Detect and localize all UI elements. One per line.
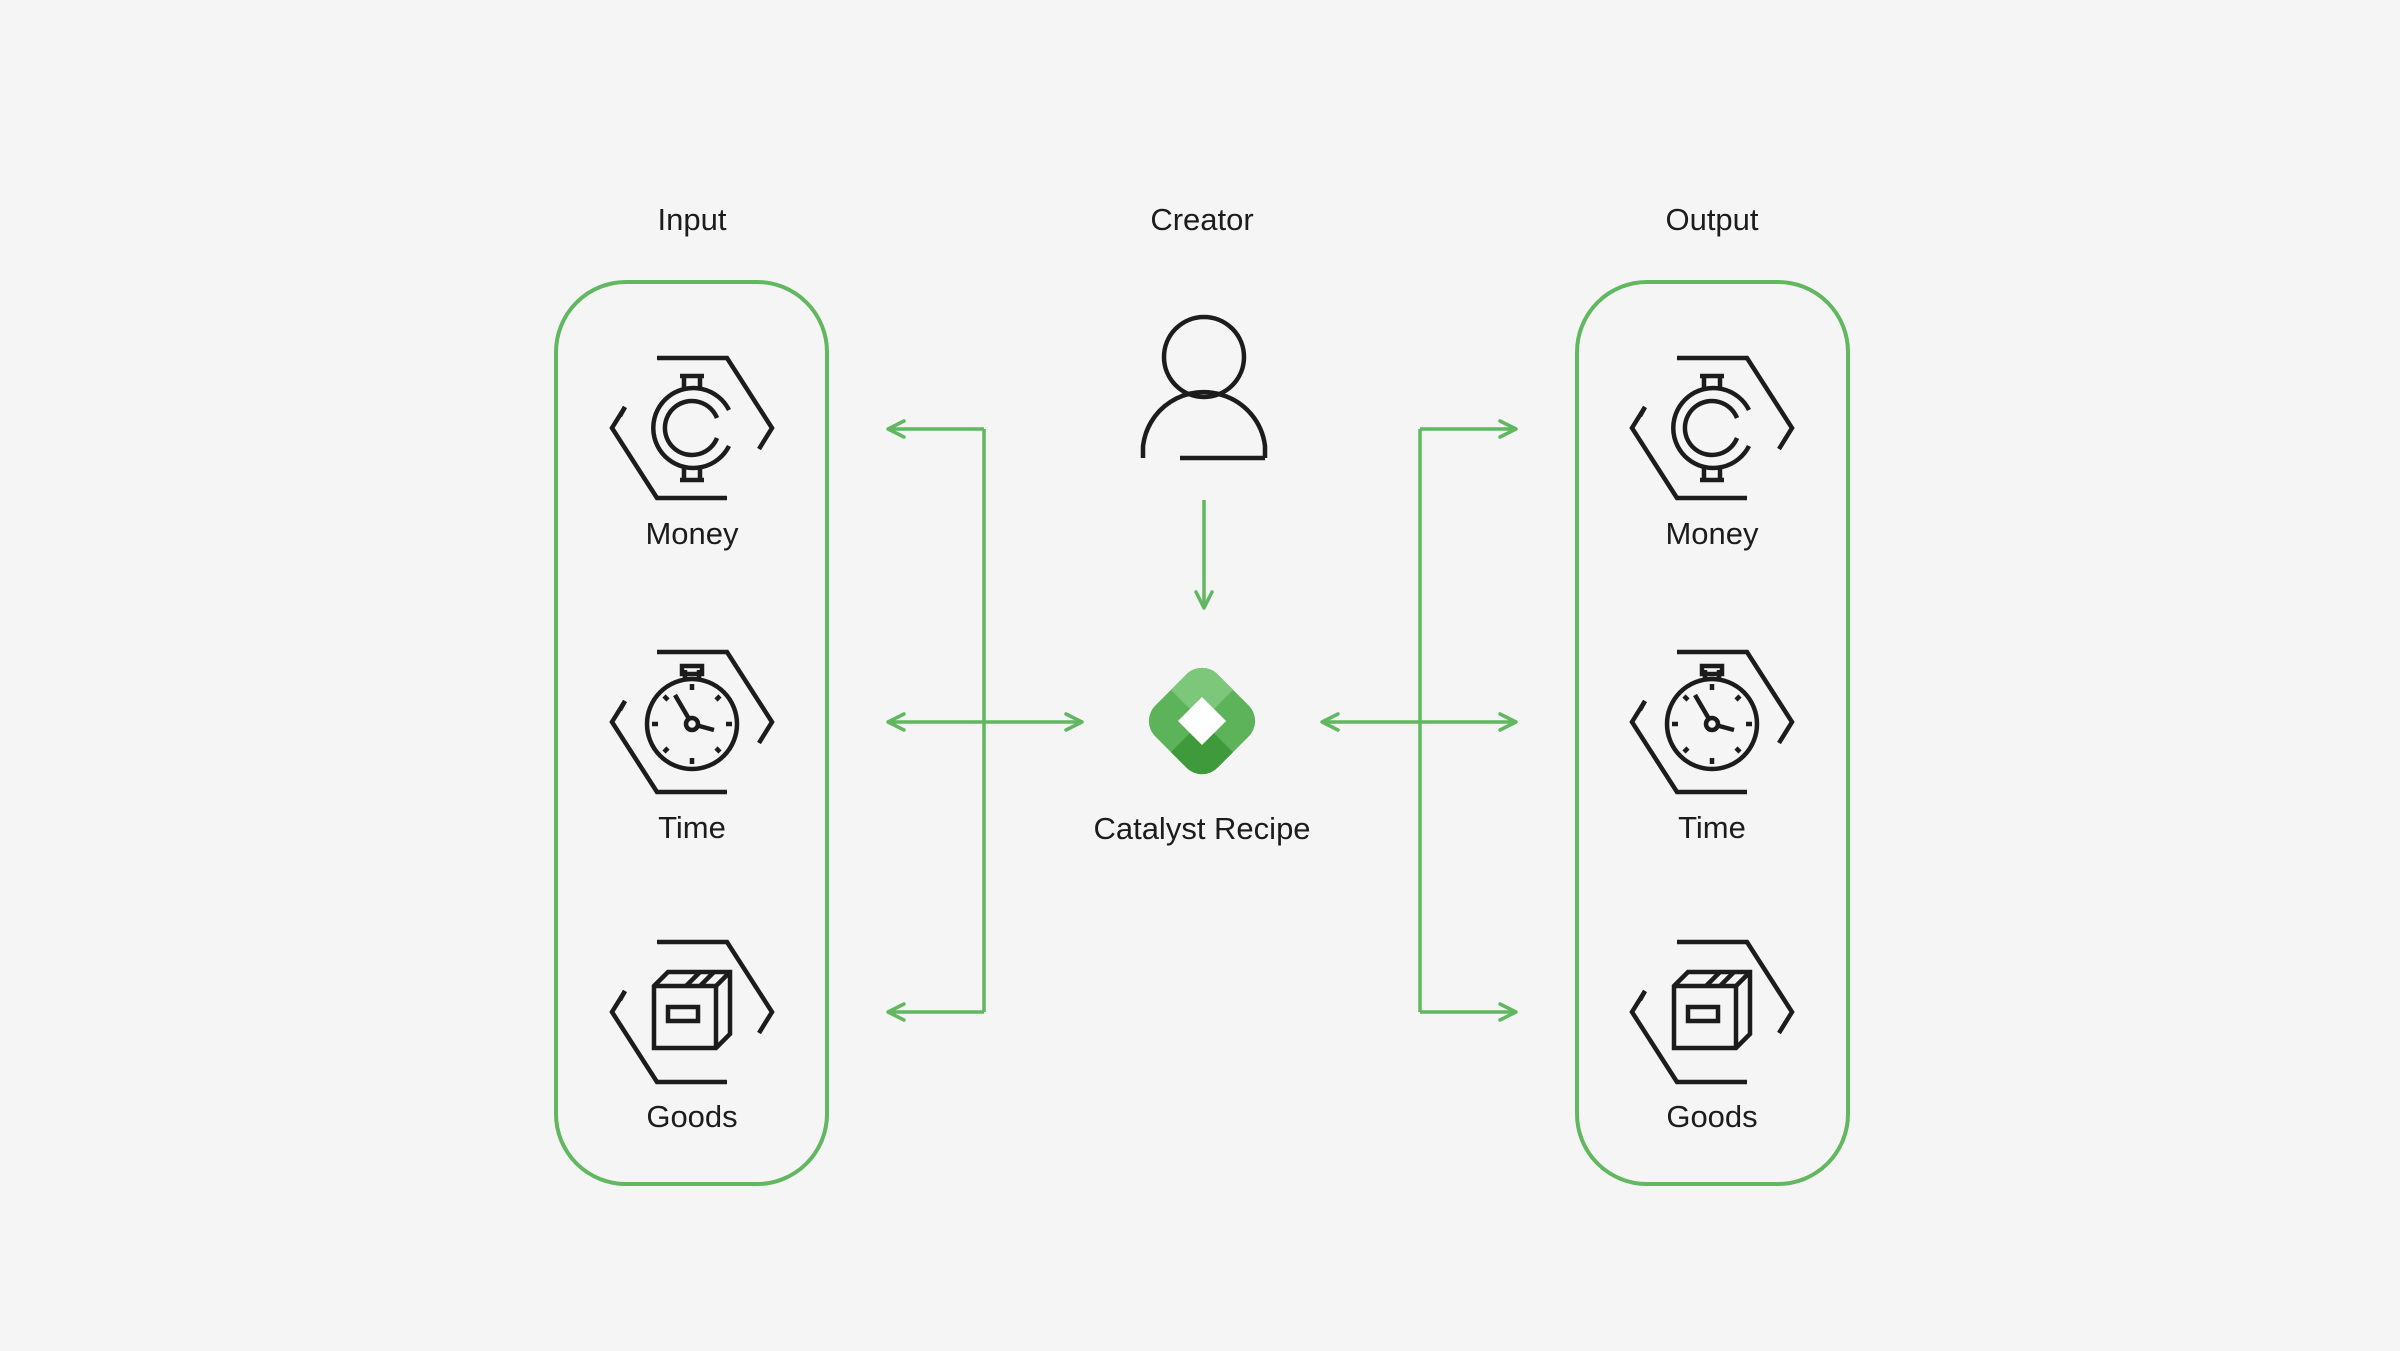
input-item-money: Money xyxy=(612,358,772,551)
catalyst-recipe-label: Catalyst Recipe xyxy=(1093,811,1310,846)
input-column-box xyxy=(554,280,829,1186)
box-hexagon-icon xyxy=(612,942,772,1082)
output-connectors xyxy=(1320,419,1518,1022)
money-hexagon-icon xyxy=(1632,358,1792,498)
person-icon xyxy=(1140,314,1268,461)
input-header: Input xyxy=(658,202,727,237)
output-goods-label: Goods xyxy=(1666,1099,1757,1134)
output-item-money: Money xyxy=(1632,358,1792,551)
input-item-goods: Goods xyxy=(612,942,772,1134)
output-money-label: Money xyxy=(1665,516,1759,551)
output-item-goods: Goods xyxy=(1632,942,1792,1134)
money-hexagon-icon xyxy=(612,358,772,498)
input-item-time: Time xyxy=(612,652,772,845)
stopwatch-hexagon-icon xyxy=(612,652,772,792)
catalyst-logo-icon xyxy=(1148,667,1256,775)
output-column-box xyxy=(1575,280,1850,1186)
input-goods-label: Goods xyxy=(646,1099,737,1134)
input-connectors xyxy=(886,419,1084,1022)
input-money-label: Money xyxy=(645,516,739,551)
box-hexagon-icon xyxy=(1632,942,1792,1082)
output-time-label: Time xyxy=(1678,810,1746,845)
output-item-time: Time xyxy=(1632,652,1792,845)
creator-header: Creator xyxy=(1150,202,1253,237)
input-time-label: Time xyxy=(658,810,726,845)
output-header: Output xyxy=(1665,202,1758,237)
stopwatch-hexagon-icon xyxy=(1632,652,1792,792)
